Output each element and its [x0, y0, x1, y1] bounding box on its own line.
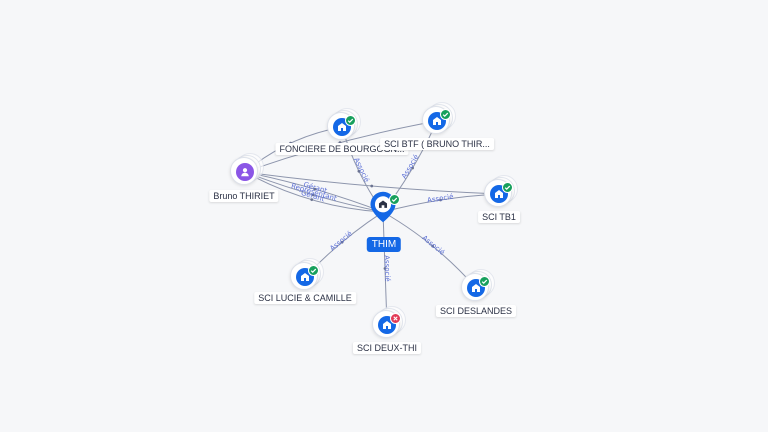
edge-arrow-marker — [311, 193, 315, 197]
center-node-label[interactable]: THIM — [366, 237, 402, 252]
edge-label: Associé — [400, 153, 420, 180]
edge-label: Associé — [421, 234, 447, 257]
node-label[interactable]: SCI BTF ( BRUNO THIR... — [380, 138, 494, 150]
check-icon — [440, 109, 451, 120]
check-icon — [389, 194, 400, 205]
check-icon — [502, 182, 513, 193]
edge-arrow-marker — [313, 187, 317, 191]
person-icon — [236, 163, 254, 181]
edge-arrow-marker — [431, 244, 435, 248]
edge-arrow-marker — [357, 169, 361, 173]
edge-arrow-marker — [411, 166, 414, 170]
check-icon — [308, 265, 319, 276]
edge-arrow-marker — [310, 198, 314, 202]
node-label[interactable]: SCI DEUX-THI — [352, 342, 422, 354]
edge-arrow-marker — [383, 267, 387, 270]
edge-label: Associé — [352, 156, 371, 183]
edge-arrow-marker — [340, 240, 344, 244]
cross-icon — [390, 313, 401, 324]
node-label[interactable]: SCI TB1 — [478, 211, 520, 223]
edge-arrow-marker — [439, 198, 442, 202]
edge-label: Associé — [427, 193, 454, 205]
check-icon — [479, 276, 490, 287]
node-label[interactable]: FONCIERE DE BOURGOGN... — [275, 143, 409, 155]
node-label[interactable]: SCI LUCIE & CAMILLE — [254, 292, 356, 304]
node-label[interactable]: Bruno THIRIET — [209, 190, 279, 202]
edge-label: Associé — [383, 255, 392, 282]
edge-label: Associé — [328, 230, 353, 253]
node-label[interactable]: SCI DESLANDES — [435, 305, 517, 317]
check-icon — [345, 115, 356, 126]
edge-arrow-marker — [370, 184, 374, 188]
